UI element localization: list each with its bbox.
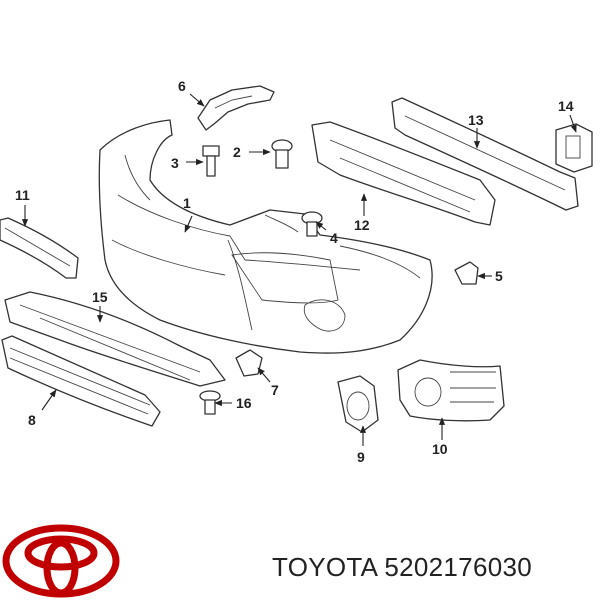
callout-4: 4 [330,230,338,246]
callout-11: 11 [15,187,30,203]
callout-1: 1 [183,195,191,211]
clip-3 [202,145,220,177]
part-number-caption: TOYOTA 5202176030 [272,552,532,582]
callout-14: 14 [558,98,574,114]
callout-6: 6 [178,78,186,94]
bumper-cover [98,119,433,354]
toyota-logo [2,524,120,598]
callout-16: 16 [236,395,252,411]
bracket-14 [555,123,593,173]
callout-7: 7 [271,382,279,398]
clip-16 [199,390,221,415]
cap-7 [235,349,263,377]
callout-8: 8 [28,412,36,428]
bracket-6 [197,85,275,131]
leader-lines [21,93,577,446]
clip-5 [454,261,479,285]
callout-5: 5 [495,268,503,284]
callout-13: 13 [468,112,484,128]
fog-bezel-10 [397,359,505,422]
fog-cover-9 [337,375,379,433]
callout-9: 9 [357,449,365,465]
callout-3: 3 [171,155,179,171]
callout-10: 10 [432,441,448,457]
reinforcement-13 [391,97,579,211]
undercover-15 [4,291,226,387]
callout-12: 12 [354,217,370,233]
callout-2: 2 [233,144,241,160]
lower-grille-8 [1,335,161,427]
callout-15: 15 [92,289,108,305]
clip-4 [301,211,323,237]
bracket-11 [0,217,79,279]
energy-absorber-12 [311,121,496,226]
clip-2 [271,139,293,169]
